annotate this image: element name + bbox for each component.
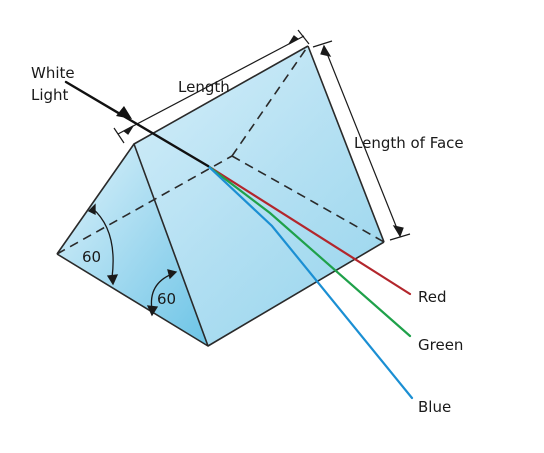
hidden-edges [56, 45, 385, 255]
angle-left-label: 60 [82, 248, 101, 266]
angle-arc-left [87, 203, 119, 286]
ray-white [64, 80, 210, 168]
ray-red [206, 164, 412, 296]
white-light-label-line1: White [31, 64, 75, 82]
ray-blue [206, 164, 414, 400]
prism-side-face [134, 46, 384, 346]
length-label: Length [178, 78, 230, 96]
length-of-face-label: Length of Face [354, 134, 464, 152]
angle-bottom-label: 60 [157, 290, 176, 308]
prism-front-face [57, 144, 208, 346]
blue-label: Blue [418, 398, 451, 416]
ray-green [206, 164, 412, 338]
length-of-face-dimension [312, 40, 411, 241]
white-light-label-line2: Light [31, 86, 69, 104]
red-label: Red [418, 288, 447, 306]
ray-white-arrowhead [116, 106, 132, 119]
green-label: Green [418, 336, 463, 354]
length-dimension [113, 29, 310, 144]
angle-arc-bottom [146, 269, 178, 317]
light-rays [64, 80, 414, 400]
